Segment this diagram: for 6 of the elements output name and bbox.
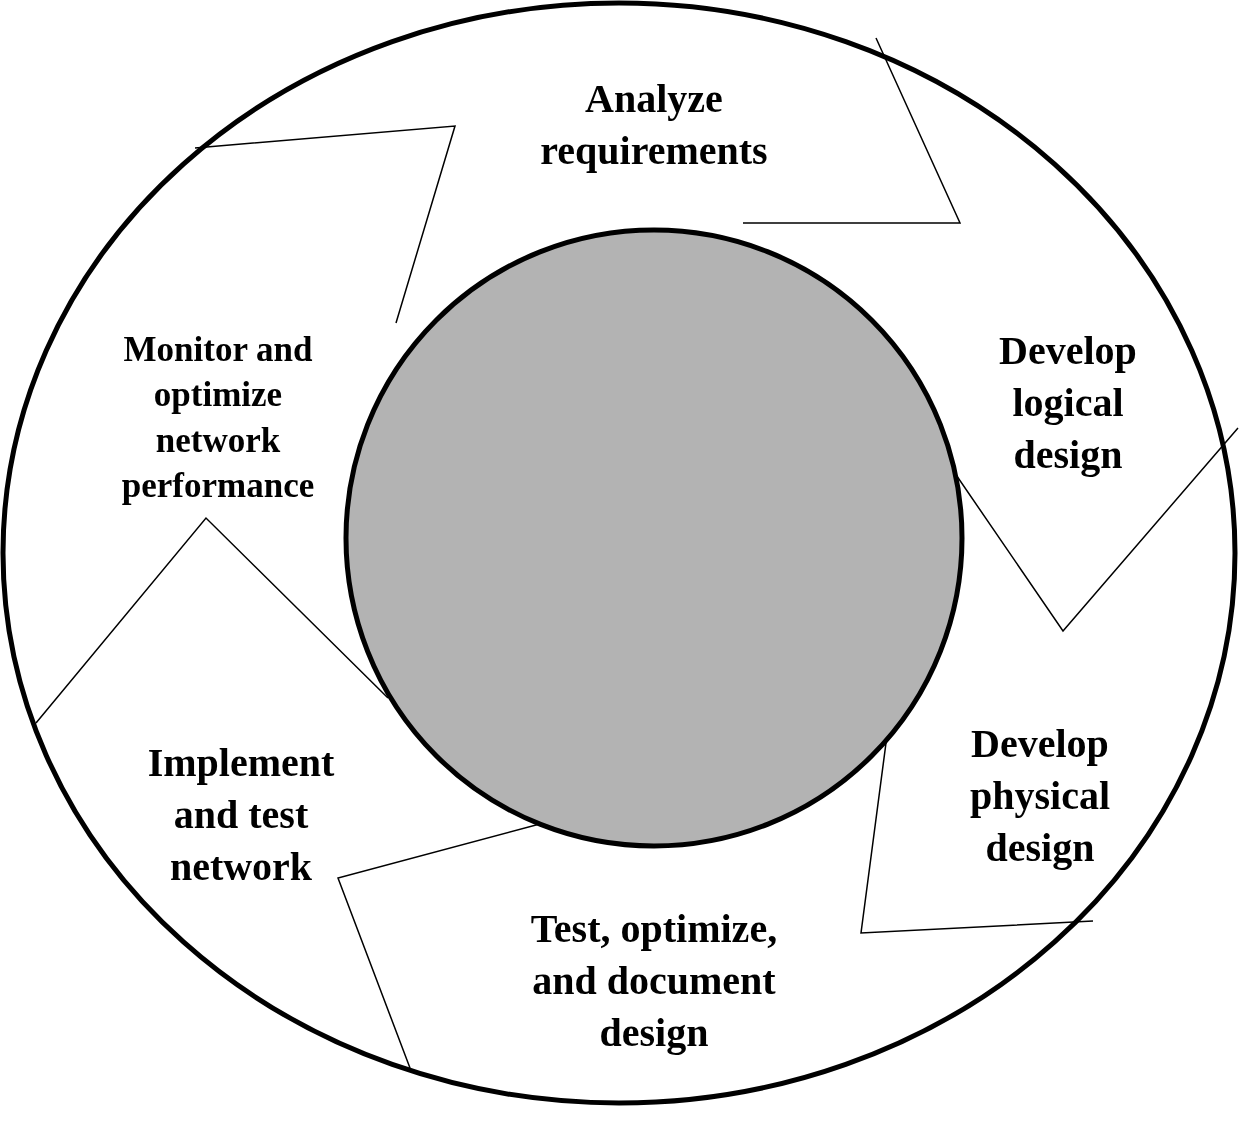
phase-label: Develop physical design [968,719,1111,872]
phase-label: Test, optimize, and document design [529,904,779,1057]
phase-label: Develop logical design [998,327,1138,479]
phase-label: Monitor and optimize network performance [120,328,316,507]
phase-label: Implement and test network [146,738,336,891]
phase-label: Analyze requirements [539,75,769,175]
